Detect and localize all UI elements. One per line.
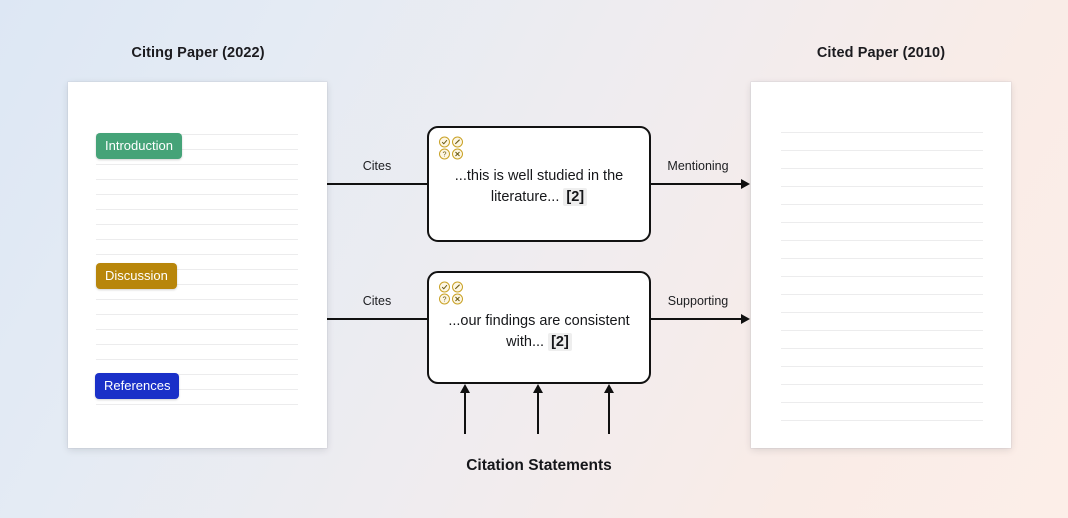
question-circle-icon: ? (439, 293, 450, 305)
citation-intent-icon-group: ? (438, 281, 464, 305)
reference-marker-1[interactable]: [2] (563, 188, 588, 207)
question-circle-icon: ? (439, 148, 450, 160)
arrow-head-supporting (741, 313, 750, 324)
paper-rule (96, 284, 298, 285)
paper-rule (96, 209, 298, 210)
section-badge-references[interactable]: References (95, 373, 180, 399)
paper-rule (96, 299, 298, 300)
connector-mentioning (651, 183, 742, 185)
paper-rule (96, 179, 298, 180)
paper-rule (781, 132, 983, 133)
paper-rule (781, 384, 983, 385)
svg-text:?: ? (443, 295, 447, 304)
paper-rule (96, 359, 298, 360)
paper-rule (96, 194, 298, 195)
citation-statement-text-1: ...this is well studied in the literatur… (443, 166, 635, 208)
paper-rule (781, 258, 983, 259)
paper-rule (781, 186, 983, 187)
citation-statements-caption: Citation Statements (466, 457, 612, 474)
arrow-head-pointer-2 (532, 384, 543, 393)
paper-rule (781, 402, 983, 403)
paper-rule (781, 420, 983, 421)
paper-rule (781, 312, 983, 313)
citation-intent-icon-group: ? (438, 136, 464, 160)
arrow-head-pointer-3 (603, 384, 614, 393)
paper-rule (96, 134, 298, 135)
connector-supporting (651, 318, 742, 320)
citation-statement-card-1[interactable]: ? ...this is well studied in the literat… (427, 126, 651, 242)
paper-rule (96, 404, 298, 405)
cited-paper-sheet (751, 82, 1011, 448)
paper-rule (781, 294, 983, 295)
citation-statement-card-2[interactable]: ? ...our findings are consistent with...… (427, 271, 651, 384)
paper-rule (96, 254, 298, 255)
svg-text:?: ? (443, 150, 447, 159)
paper-rule (96, 314, 298, 315)
pencil-circle-icon (452, 136, 463, 148)
x-circle-icon (452, 148, 463, 160)
connector-cites-2 (327, 318, 427, 320)
paper-rule (96, 239, 298, 240)
pencil-circle-icon (452, 281, 463, 293)
paper-rule (96, 329, 298, 330)
paper-rule (96, 149, 298, 150)
section-badge-discussion[interactable]: Discussion (96, 263, 177, 289)
section-badge-introduction[interactable]: Introduction (96, 133, 182, 159)
paper-rule (781, 168, 983, 169)
citing-paper-sheet: Introduction Discussion References (68, 82, 327, 448)
paper-rule (96, 374, 298, 375)
citation-statement-pointer-3 (608, 392, 610, 434)
check-circle-icon (439, 281, 450, 293)
check-circle-icon (439, 136, 450, 148)
paper-rule (781, 276, 983, 277)
citation-statement-pointer-2 (537, 392, 539, 434)
edge-label-cites-1: Cites (362, 159, 392, 173)
paper-rule (781, 366, 983, 367)
paper-rule (96, 389, 298, 390)
paper-rule (96, 344, 298, 345)
x-circle-icon (452, 293, 463, 305)
paper-rule (96, 164, 298, 165)
paper-rule (781, 150, 983, 151)
citing-paper-title: Citing Paper (2022) (131, 45, 265, 61)
paper-rule (96, 224, 298, 225)
edge-label-supporting: Supporting (667, 294, 729, 308)
statement-body-2: ...our findings are consistent with... (448, 313, 630, 351)
statement-body-1: ...this is well studied in the literatur… (454, 168, 624, 206)
edge-label-mentioning: Mentioning (667, 159, 729, 173)
edge-label-cites-2: Cites (362, 294, 392, 308)
cited-paper-title: Cited Paper (2010) (816, 45, 946, 61)
paper-rule (781, 240, 983, 241)
citation-statement-pointer-1 (464, 392, 466, 434)
reference-marker-2[interactable]: [2] (548, 333, 572, 352)
paper-rule (781, 348, 983, 349)
arrow-head-mentioning (741, 178, 750, 189)
paper-rule (781, 204, 983, 205)
paper-rule (781, 330, 983, 331)
connector-cites-1 (327, 183, 427, 185)
paper-rule (96, 269, 298, 270)
arrow-head-pointer-1 (459, 384, 470, 393)
paper-rule (781, 222, 983, 223)
citation-statement-text-2: ...our findings are consistent with... [… (443, 311, 635, 353)
